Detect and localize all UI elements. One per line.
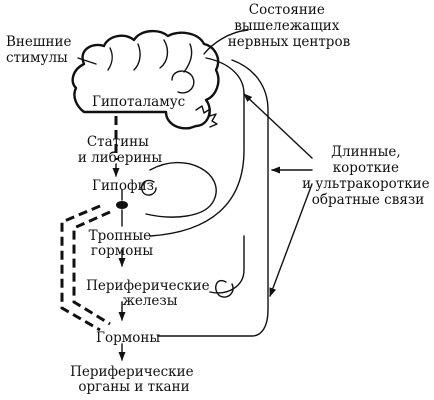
- centers-pointer: [203, 29, 249, 55]
- brain-fold-3: [159, 39, 169, 69]
- hypothalamus-label: Гипоталамус: [92, 94, 185, 110]
- brain-fold-4: [183, 43, 193, 73]
- peripheral-glands-label: Периферические железы: [86, 278, 214, 309]
- tropic-hormones-label: Тропные гормоны: [89, 228, 156, 259]
- brain-inner-curl: [171, 70, 195, 94]
- feedback-loop-long: [157, 59, 269, 337]
- external-stimuli-label: Внешние стимулы: [6, 34, 76, 66]
- pituitary-gland: [116, 201, 128, 209]
- left-dashed-loop-outer: [60, 204, 101, 332]
- feedback-label: Длинные, короткие и ультракороткие обрат…: [302, 144, 434, 208]
- feedback-short-tail: [209, 235, 245, 294]
- hormones-label: Гормоны: [96, 330, 160, 346]
- receptor-zigzag: [195, 105, 218, 128]
- peripheral-organs-label: Периферические органы и ткани: [70, 364, 198, 395]
- brain-fold-2: [133, 43, 141, 71]
- left-dashed-loop-inner: [72, 210, 111, 326]
- brain-outline: [71, 29, 220, 130]
- brain-fold-1: [107, 47, 113, 71]
- feedback-loop-short: [149, 57, 245, 237]
- feedback-small-curl: [215, 279, 234, 298]
- pituitary-label: Гипофиз: [92, 178, 154, 194]
- feedback-loop-ultrashort: [145, 161, 217, 218]
- statins-liberins-label: Статины и либерины: [78, 134, 163, 166]
- feedback-arrow-bottom: [269, 183, 313, 297]
- pituitary-curl: [140, 179, 157, 196]
- higher-centers-label: Состояние вышележащих нервных центров: [228, 2, 351, 50]
- stimuli-pointer: [77, 57, 97, 65]
- feedback-arrow-top: [243, 93, 313, 159]
